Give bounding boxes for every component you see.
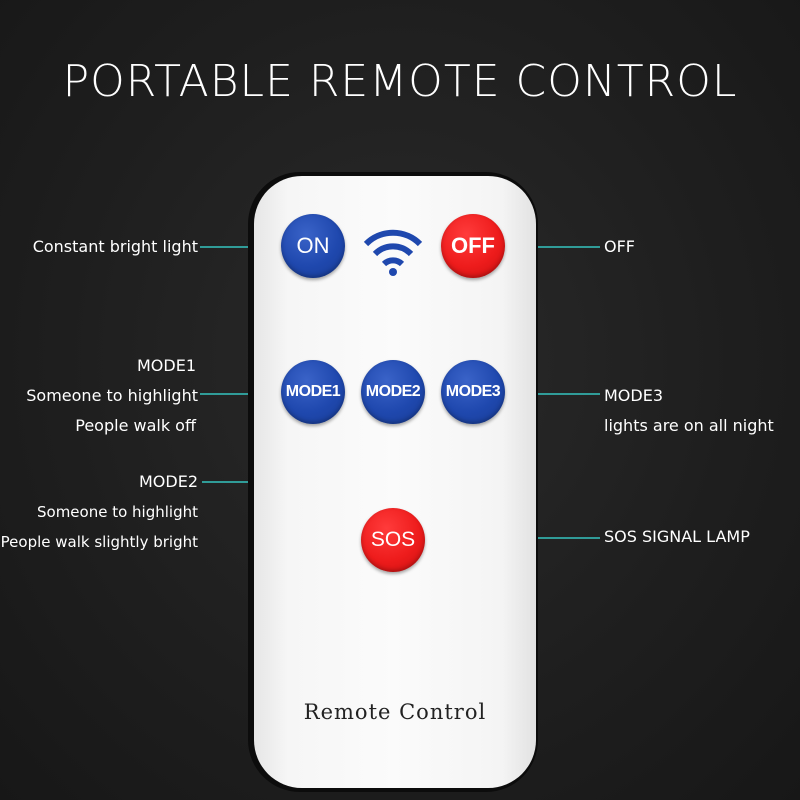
annotation-sos: SOS SIGNAL LAMP [604,527,750,546]
annotation-mode2-line1: Someone to highlight [37,503,198,521]
page-title: PORTABLE REMOTE CONTROL [62,56,738,107]
annotation-off: OFF [604,237,635,256]
wifi-signal-icon [363,229,423,276]
mode2-button[interactable]: MODE2 [361,360,425,424]
mode1-button[interactable]: MODE1 [281,360,345,424]
annotation-mode2-title: MODE2 [138,472,198,491]
annotation-mode3-line1: lights are on all night [604,416,774,435]
remote-body [254,176,536,788]
annotation-mode1-title: MODE1 [136,356,196,375]
remote-label: Remote Control [303,700,487,724]
annotation-on: Constant bright light [32,237,198,256]
annotation-mode1-line1: Someone to highlight [26,386,198,405]
annotation-mode1-line2: People walk off [75,416,196,435]
on-button[interactable]: ON [281,214,345,278]
mode3-button[interactable]: MODE3 [441,360,505,424]
annotation-mode2-line2: People walk slightly bright [0,533,198,551]
off-button[interactable]: OFF [441,214,505,278]
sos-button[interactable]: SOS [361,508,425,572]
annotation-mode3-title: MODE3 [604,386,664,405]
